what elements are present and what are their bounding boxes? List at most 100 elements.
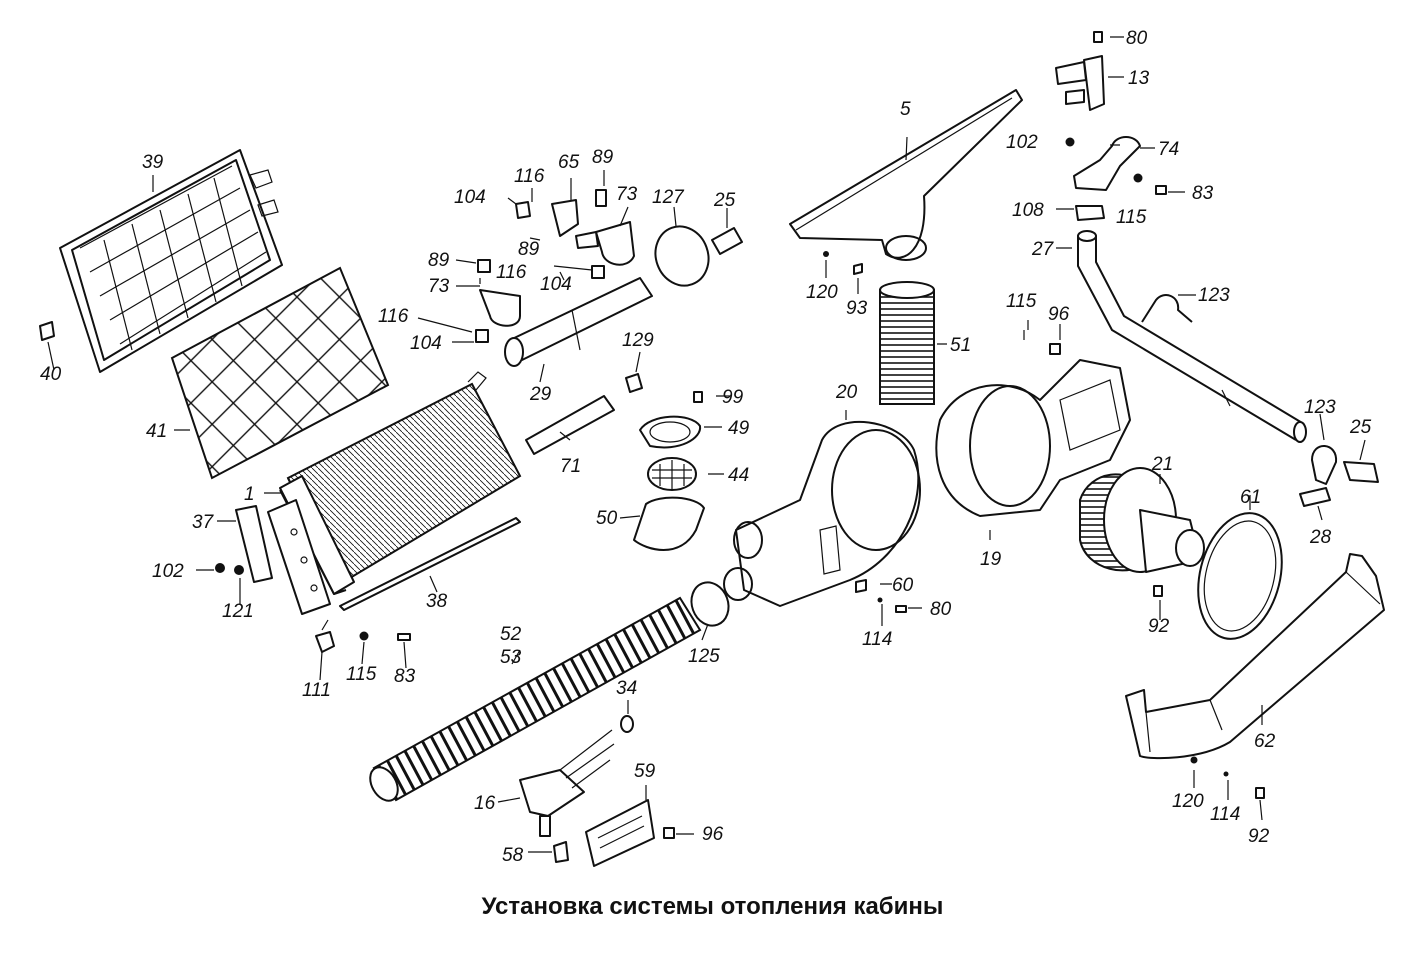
- label-19: 19: [980, 549, 1002, 570]
- part-62-lower-duct: [1125, 553, 1385, 760]
- label-25-top: 25: [713, 190, 736, 211]
- label-13: 13: [1128, 68, 1150, 89]
- label-25-right: 25: [1349, 417, 1372, 438]
- parts-102-115-83-right: [1065, 137, 1167, 195]
- parts-73-65-clamps: [475, 189, 635, 343]
- part-92-screw: [1153, 585, 1163, 597]
- part-20-blower-housing: [723, 420, 921, 607]
- label-53: 53: [500, 647, 522, 668]
- part-21-fan-motor: [1079, 467, 1205, 573]
- label-58: 58: [502, 845, 524, 866]
- label-41: 41: [146, 421, 167, 442]
- part-49-flange: [639, 415, 702, 449]
- label-39: 39: [142, 152, 164, 173]
- part-129-clip: [625, 373, 643, 393]
- part-71-tube: [525, 395, 615, 455]
- label-104-top: 104: [454, 187, 486, 208]
- label-114-center: 114: [862, 629, 892, 650]
- part-41-filter-mesh: [170, 266, 390, 480]
- part-19-heater-casing: [935, 359, 1131, 517]
- part-99-screw: [693, 391, 703, 403]
- diagram-title: Установка системы отопления кабины: [481, 893, 944, 920]
- part-125-clamp: [690, 581, 730, 627]
- parts-115-83-fasteners: [359, 631, 411, 641]
- label-116-top: 116: [514, 166, 545, 187]
- parts-28-25-right: [1299, 461, 1379, 507]
- part-37-seal: [235, 505, 273, 583]
- label-80: 80: [1126, 28, 1148, 49]
- label-102: 102: [1006, 132, 1038, 153]
- label-5: 5: [900, 99, 911, 120]
- label-99: 99: [722, 387, 744, 408]
- part-108-union-nut: [1075, 205, 1105, 221]
- label-115: 115: [1116, 207, 1147, 228]
- radiator-side-plate: [267, 499, 331, 615]
- part-61-gasket: [1197, 512, 1283, 640]
- part-38-strip: [339, 517, 521, 611]
- part-52-53-corrugated-hose: [369, 596, 702, 802]
- label-104-left: 104: [410, 333, 442, 354]
- label-74: 74: [1158, 139, 1179, 160]
- label-73-left: 73: [428, 276, 450, 297]
- label-115-left: 115: [346, 664, 377, 685]
- label-59: 59: [634, 761, 656, 782]
- part-13-tap-valve: [1055, 31, 1105, 111]
- label-34: 34: [616, 678, 637, 699]
- callout-labels: 80 13 102 74 83 115 108 27 123 5 120 93 …: [40, 28, 1372, 866]
- part-44-grille: [647, 457, 697, 491]
- label-1: 1: [244, 484, 255, 505]
- parts-123-clamps: [1141, 294, 1338, 485]
- label-89-left: 89: [428, 250, 450, 271]
- label-65: 65: [558, 152, 580, 173]
- label-52: 52: [500, 624, 522, 645]
- exploded-parts-diagram: 80 13 102 74 83 115 108 27 123 5 120 93 …: [39, 28, 1385, 867]
- label-62: 62: [1254, 731, 1276, 752]
- label-123-right: 123: [1304, 397, 1336, 418]
- label-93: 93: [846, 298, 868, 319]
- label-129: 129: [622, 330, 654, 351]
- label-89-top: 89: [518, 239, 540, 260]
- label-108: 108: [1012, 200, 1044, 221]
- label-102-left: 102: [152, 561, 184, 582]
- label-111: 111: [302, 680, 331, 701]
- leader-lines: [47, 36, 1366, 853]
- label-125: 125: [688, 646, 720, 667]
- label-120: 120: [806, 282, 838, 303]
- label-89-right: 89: [592, 147, 614, 168]
- label-80-center: 80: [930, 599, 952, 620]
- label-121: 121: [222, 601, 254, 622]
- parts-102-121-nuts: [215, 563, 244, 575]
- label-37: 37: [192, 512, 215, 533]
- label-92-center: 92: [1148, 616, 1170, 637]
- label-21: 21: [1151, 454, 1173, 475]
- label-28: 28: [1309, 527, 1332, 548]
- label-114-bottom: 114: [1210, 804, 1240, 825]
- part-29-pipe: [504, 277, 653, 367]
- label-116-left: 116: [378, 306, 409, 327]
- part-51-bellows: [879, 281, 935, 405]
- part-25-fitting: [711, 227, 743, 255]
- part-5-air-duct: [789, 89, 1023, 261]
- parts-120-114-92-bottom: [1190, 756, 1265, 799]
- label-40: 40: [40, 364, 62, 385]
- label-71: 71: [560, 456, 581, 477]
- part-50-nozzle: [633, 496, 705, 551]
- label-83-left: 83: [394, 666, 416, 687]
- label-27: 27: [1031, 239, 1055, 260]
- part-34-knob: [620, 715, 634, 733]
- label-51: 51: [950, 335, 971, 356]
- label-49: 49: [728, 418, 750, 439]
- label-127: 127: [652, 187, 685, 208]
- label-120-bottom: 120: [1172, 791, 1204, 812]
- parts-115-96-screws: [1023, 330, 1061, 355]
- label-123: 123: [1198, 285, 1230, 306]
- parts-60-114-80-small: [855, 579, 907, 613]
- label-115-center: 115: [1006, 291, 1037, 312]
- part-127-hose-clamp: [654, 225, 710, 287]
- label-116-mid: 116: [496, 262, 527, 283]
- label-96-center: 96: [1048, 304, 1070, 325]
- label-96-bottom: 96: [702, 824, 724, 845]
- part-111-valve: [315, 619, 335, 653]
- label-29: 29: [529, 384, 552, 405]
- label-38: 38: [426, 591, 448, 612]
